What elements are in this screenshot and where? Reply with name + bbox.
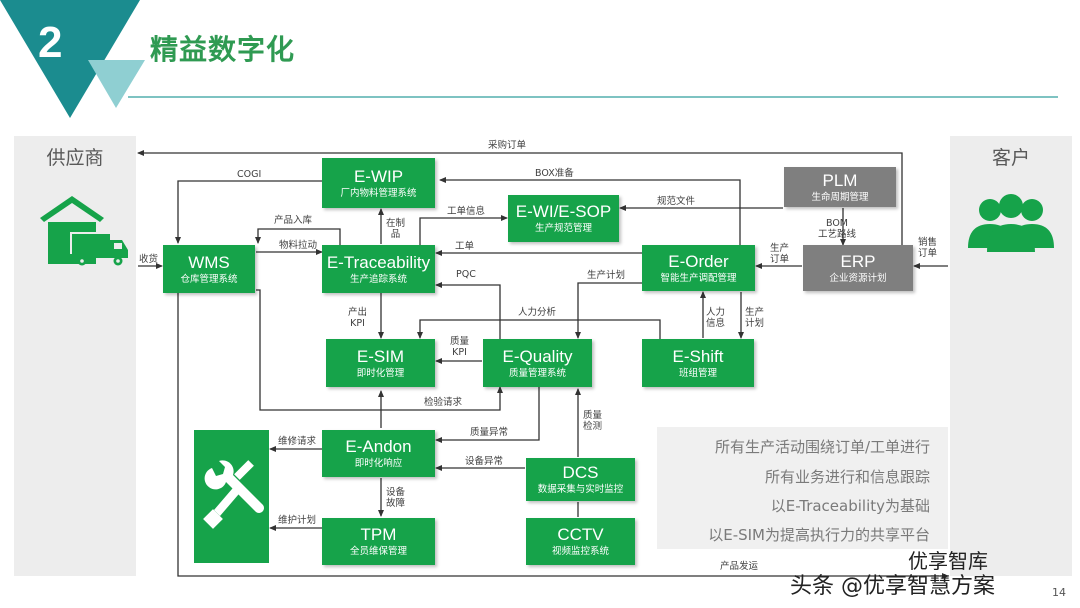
header-divider	[128, 96, 1058, 98]
plm-subtitle: 生命周期管理	[811, 191, 869, 203]
supplier-panel	[14, 136, 136, 576]
e-quality-title: E-Quality	[502, 346, 573, 366]
cctv-subtitle: 视频监控系统	[551, 546, 609, 557]
e-andon-box: E-Andon 即时化响应	[322, 430, 435, 477]
e-order-box: E-Order 智能生产调配管理	[642, 245, 755, 291]
plm-box: PLM 生命周期管理	[784, 167, 896, 207]
flow-label-cogi: COGI	[237, 169, 262, 180]
dcs-box: DCS 数据采集与实时监控	[526, 458, 635, 501]
flow-label-receiving: 收货	[139, 254, 159, 265]
flow-label-quality-issue: 质量异常	[470, 427, 509, 438]
cctv-title: CCTV	[557, 525, 604, 544]
wms-title: WMS	[188, 252, 230, 272]
flow-label-production-order: 生产订单	[770, 243, 790, 265]
supplier-label: 供应商	[46, 147, 104, 169]
erp-subtitle: 企业资源计划	[829, 272, 887, 284]
e-wi-sop-box: E-WI/E-SOP 生产规范管理	[508, 195, 619, 242]
principle-1: 所有生产活动围绕订单/工单进行	[714, 438, 930, 456]
e-quality-subtitle: 质量管理系统	[508, 367, 566, 379]
page-number: 14	[1052, 586, 1066, 599]
flow-label-material-pull: 物料拉动	[279, 240, 318, 251]
header-badge	[0, 0, 145, 118]
cctv-box: CCTV 视频监控系统	[526, 518, 635, 565]
e-shift-title: E-Shift	[672, 346, 724, 366]
flow-label-production-plan-2: 生产计划	[745, 307, 765, 329]
flow-label-box-prep: BOX准备	[535, 168, 574, 179]
erp-box: ERP 企业资源计划	[803, 245, 913, 291]
e-wip-subtitle: 厂内物料管理系统	[340, 187, 417, 199]
watermark-source: 头条 @优享智慧方案	[790, 574, 995, 599]
e-sim-subtitle: 即时化管理	[356, 367, 405, 379]
flow-label-work-order-info: 工单信息	[447, 206, 486, 217]
flow-label-pqc: PQC	[456, 269, 476, 280]
e-traceability-title: E-Traceability	[326, 252, 431, 272]
e-quality-box: E-Quality 质量管理系统	[483, 339, 592, 387]
e-traceability-subtitle: 生产追踪系统	[349, 273, 407, 285]
wms-box: WMS 仓库管理系统	[163, 245, 255, 293]
e-andon-title: E-Andon	[345, 437, 412, 456]
flow-label-hr-info: 人力信息	[706, 307, 726, 329]
wrench-screwdriver-icon	[203, 460, 264, 529]
flow-label-sales-order: 销售订单	[918, 237, 938, 259]
flow-label-equipment-issue: 设备异常	[465, 456, 504, 467]
e-wi-sop-title: E-WI/E-SOP	[515, 202, 612, 221]
maintenance-box	[194, 430, 269, 563]
page-title: 精益数字化	[150, 33, 296, 66]
flow-label-inspection-request: 检验请求	[424, 397, 463, 408]
flow-label-product-shipment: 产品发运	[720, 561, 759, 572]
warehouse-truck-icon	[40, 196, 128, 266]
tpm-title: TPM	[360, 525, 397, 544]
flow-label-repair-request: 维修请求	[278, 436, 317, 447]
flow-label-maintenance-plan: 维护计划	[278, 515, 317, 526]
e-andon-subtitle: 即时化响应	[354, 458, 403, 469]
section-number: 2	[38, 18, 63, 67]
e-order-subtitle: 智能生产调配管理	[660, 272, 737, 284]
flow-label-wip: 在制品	[386, 218, 406, 240]
e-shift-subtitle: 班组管理	[678, 367, 717, 379]
flow-label-purchase-order: 采购订单	[488, 140, 527, 151]
flow-label-spec-file: 规范文件	[657, 196, 696, 207]
e-order-title: E-Order	[668, 251, 729, 271]
tpm-box: TPM 全员维保管理	[322, 518, 435, 565]
e-wi-sop-subtitle: 生产规范管理	[534, 223, 592, 234]
e-sim-title: E-SIM	[356, 346, 405, 366]
erp-title: ERP	[840, 251, 876, 271]
dcs-subtitle: 数据采集与实时监控	[537, 484, 624, 495]
customer-label: 客户	[991, 147, 1030, 169]
watermark-brand: 优享智库	[908, 549, 988, 573]
e-shift-box: E-Shift 班组管理	[642, 339, 754, 387]
wms-subtitle: 仓库管理系统	[180, 273, 238, 285]
e-traceability-box: E-Traceability 生产追踪系统	[322, 245, 435, 293]
plm-title: PLM	[822, 170, 858, 190]
flow-label-product-in: 产品入库	[274, 215, 313, 226]
principles-panel: 所有生产活动围绕订单/工单进行 所有业务进行和信息跟踪 以E-Traceabil…	[657, 427, 948, 549]
tpm-subtitle: 全员维保管理	[349, 546, 407, 557]
flow-label-work-order: 工单	[455, 241, 475, 252]
dcs-title: DCS	[562, 463, 599, 482]
e-wip-box: E-WIP 厂内物料管理系统	[322, 158, 435, 208]
e-wip-title: E-WIP	[353, 166, 404, 186]
principle-4: 以E-SIM为提高执行力的共享平台	[708, 526, 930, 544]
flow-label-equipment-fault: 设备故障	[386, 487, 406, 509]
flow-label-quality-check: 质量检测	[583, 410, 603, 432]
e-sim-box: E-SIM 即时化管理	[326, 339, 435, 387]
principle-2: 所有业务进行和信息跟踪	[764, 468, 930, 486]
principle-3: 以E-Traceability为基础	[770, 497, 930, 515]
flow-label-hr-analysis: 人力分析	[518, 307, 557, 318]
customer-group-icon	[968, 194, 1054, 252]
flow-label-production-plan: 生产计划	[587, 270, 626, 281]
